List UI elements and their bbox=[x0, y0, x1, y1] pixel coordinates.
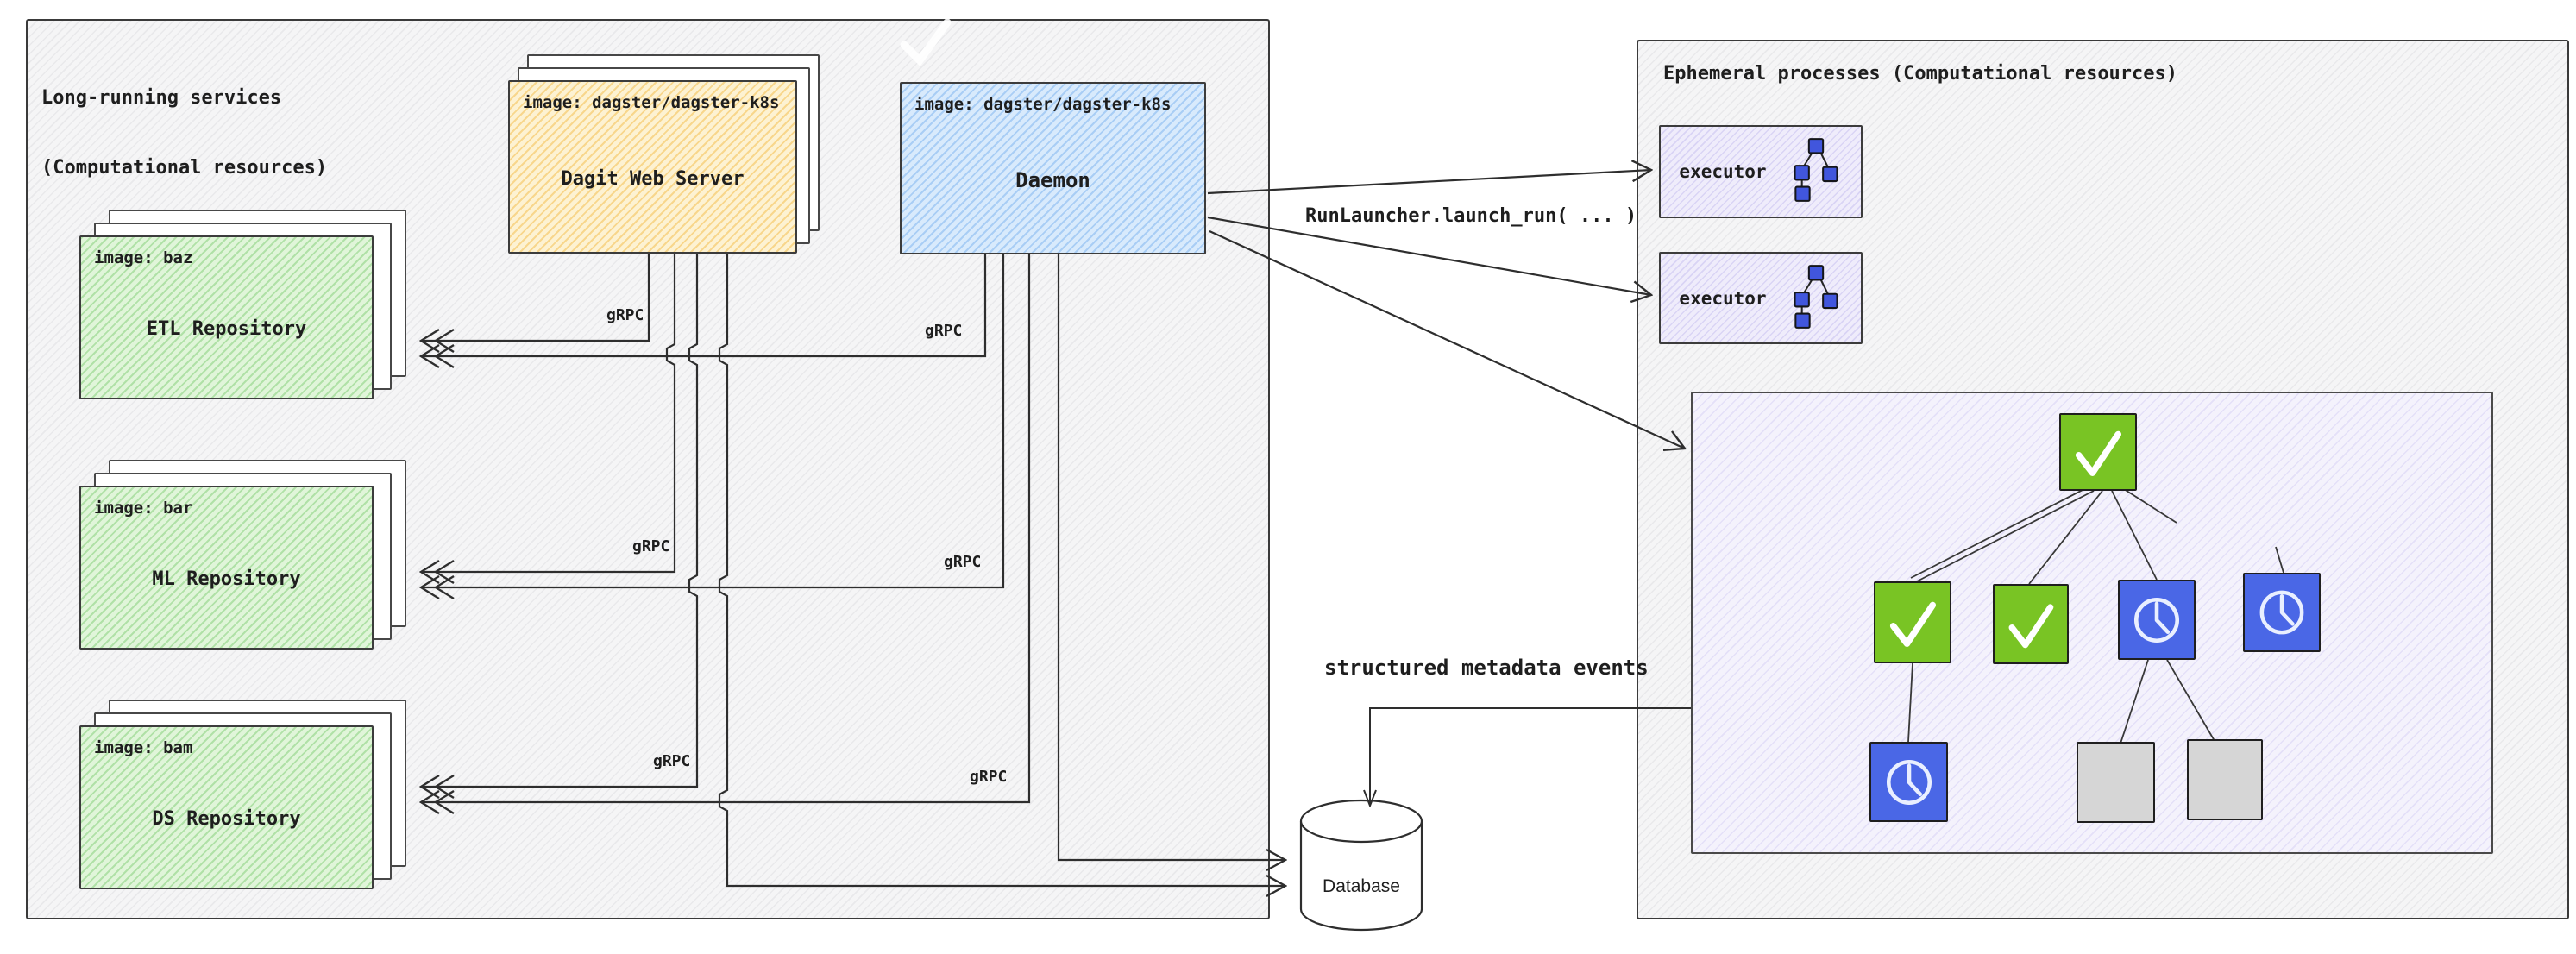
run-launcher-label: RunLauncher.launch_run( ... ) bbox=[1305, 205, 1637, 227]
task-node-skipped-2 bbox=[2187, 739, 2263, 820]
grpc-label-etl-dagit: gRPC bbox=[606, 306, 644, 324]
etl-repository-box: image: baz ETL Repository bbox=[79, 235, 374, 399]
left-panel-title-line2: (Computational resources) bbox=[41, 157, 328, 179]
check-icon bbox=[2063, 417, 2133, 487]
clock-icon bbox=[2121, 584, 2192, 656]
dagit-name: Dagit Web Server bbox=[561, 167, 745, 190]
ds-name: DS Repository bbox=[152, 808, 301, 830]
executor-box-1: executor bbox=[1659, 125, 1863, 218]
task-node-skipped-1 bbox=[2077, 742, 2155, 823]
left-panel-title: Long-running services (Computational res… bbox=[41, 40, 327, 226]
grpc-label-ds-daemon: gRPC bbox=[970, 768, 1008, 786]
executor-2-label: executor bbox=[1679, 287, 1767, 309]
ds-repository-box: image: bam DS Repository bbox=[79, 725, 374, 889]
task-node-pending-1 bbox=[2118, 580, 2196, 660]
daemon-box: image: dagster/dagster-k8s Daemon bbox=[900, 82, 1206, 254]
ml-name: ML Repository bbox=[152, 568, 301, 590]
ds-image-label: image: bam bbox=[94, 738, 193, 757]
grpc-label-etl-daemon: gRPC bbox=[925, 322, 963, 340]
ml-image-label: image: bar bbox=[94, 499, 193, 518]
dag-icon bbox=[1789, 263, 1843, 334]
arrow-daemon-execute-box bbox=[1209, 229, 1685, 449]
grpc-label-ml-daemon: gRPC bbox=[944, 553, 982, 571]
database-cylinder bbox=[1299, 799, 1423, 932]
dagit-image-label: image: dagster/dagster-k8s bbox=[523, 93, 780, 112]
task-node-pending-3 bbox=[1869, 742, 1948, 822]
check-icon bbox=[1877, 586, 1948, 660]
dagit-web-server-box: image: dagster/dagster-k8s Dagit Web Ser… bbox=[508, 80, 797, 254]
right-panel-title: Ephemeral processes (Computational resou… bbox=[1663, 63, 2178, 85]
daemon-image-label: image: dagster/dagster-k8s bbox=[914, 95, 1172, 114]
arrow-daemon-executor-2 bbox=[1207, 216, 1651, 295]
left-panel-title-line1: Long-running services bbox=[41, 87, 282, 109]
daemon-name: Daemon bbox=[1015, 167, 1090, 192]
etl-image-label: image: baz bbox=[94, 248, 193, 267]
task-node-success-2 bbox=[1993, 584, 2069, 664]
dag-icon bbox=[1789, 136, 1843, 207]
task-node-success-1 bbox=[1874, 581, 1951, 663]
grpc-label-ds-dagit: gRPC bbox=[653, 752, 691, 770]
arrow-daemon-executor-1 bbox=[1207, 170, 1651, 195]
etl-name: ETL Repository bbox=[146, 318, 307, 340]
clock-icon bbox=[2246, 577, 2317, 648]
grpc-label-ml-dagit: gRPC bbox=[632, 537, 670, 555]
check-icon bbox=[1996, 588, 2065, 661]
metadata-events-label: structured metadata events bbox=[1324, 656, 1649, 680]
clock-icon bbox=[1874, 746, 1945, 819]
ml-repository-box: image: bar ML Repository bbox=[79, 486, 374, 650]
executor-box-2: executor bbox=[1659, 252, 1863, 344]
executor-1-label: executor bbox=[1679, 161, 1767, 182]
task-node-pending-2 bbox=[2243, 573, 2321, 652]
database-label: Database bbox=[1323, 876, 1400, 896]
task-node-root-success bbox=[2059, 413, 2137, 491]
